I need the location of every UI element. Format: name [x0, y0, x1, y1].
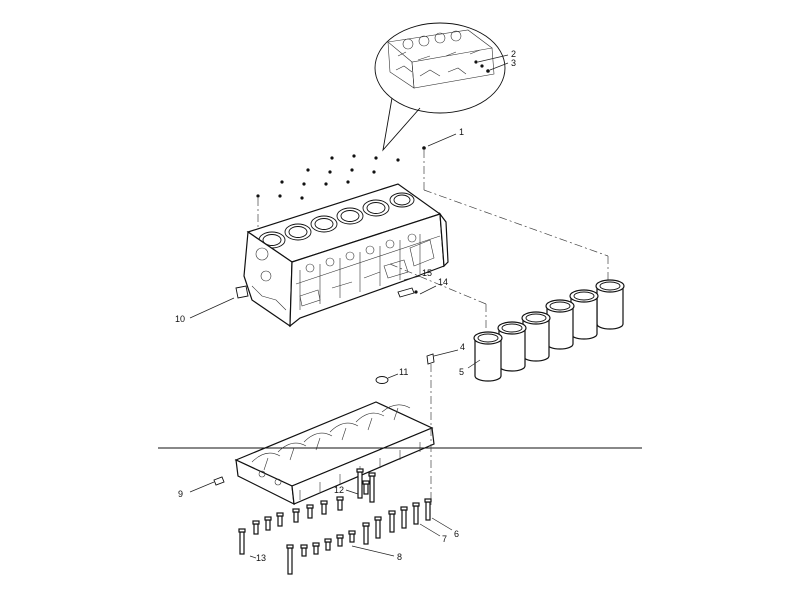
leader-lines [189, 133, 481, 559]
bolt [374, 516, 382, 539]
cylinder-liner [473, 331, 503, 382]
bolt [324, 538, 332, 551]
o-ring [375, 376, 389, 384]
head-bolt-dots [256, 146, 426, 232]
detail-balloon [374, 22, 509, 152]
cylinder-liner [569, 289, 599, 340]
dowel-pin [397, 287, 418, 298]
bedplate [234, 401, 435, 506]
callout-14: 14 [438, 277, 448, 287]
bolt [306, 504, 314, 519]
bolt [252, 520, 260, 535]
callout-8: 8 [397, 552, 402, 562]
bolt [400, 506, 408, 529]
bolt [362, 522, 370, 545]
main-bearing-bolts [238, 468, 432, 575]
callout-1: 1 [459, 127, 464, 137]
bolt [336, 534, 344, 547]
callout-5: 5 [459, 367, 464, 377]
callout-7: 7 [442, 534, 447, 544]
bolt [276, 512, 284, 527]
bolt [312, 542, 320, 555]
callout-2: 2 [511, 49, 516, 59]
bolt [356, 468, 364, 499]
cylinder-liner [497, 321, 527, 372]
bolt [362, 480, 370, 495]
sleeve-pin [213, 476, 225, 486]
cylinder-liner [595, 279, 625, 330]
plug [426, 353, 435, 508]
bolt [368, 472, 376, 503]
bolt [292, 508, 300, 523]
bolt [336, 496, 344, 511]
bolt [348, 530, 356, 543]
cylinder-liners [473, 279, 625, 382]
cylinder-liner [545, 299, 575, 350]
callout-15: 15 [422, 268, 432, 278]
bolt [300, 544, 308, 557]
bolt [424, 498, 432, 521]
bolt [388, 510, 396, 533]
callout-9: 9 [178, 489, 183, 499]
engine-block [235, 183, 609, 330]
bolt [264, 516, 272, 531]
bolt [412, 502, 420, 525]
bolt [286, 544, 294, 575]
callouts: 1 2 3 4 5 6 7 8 9 10 11 12 13 14 15 [175, 49, 516, 563]
callout-11: 11 [399, 367, 408, 377]
callout-4: 4 [460, 342, 465, 352]
callout-13: 13 [256, 553, 266, 563]
callout-10: 10 [175, 314, 185, 324]
callout-12: 12 [334, 485, 344, 495]
bolt [238, 528, 246, 555]
cylinder-liner [521, 311, 551, 362]
callout-3: 3 [511, 58, 516, 68]
bolt [320, 500, 328, 515]
callout-6: 6 [454, 529, 459, 539]
